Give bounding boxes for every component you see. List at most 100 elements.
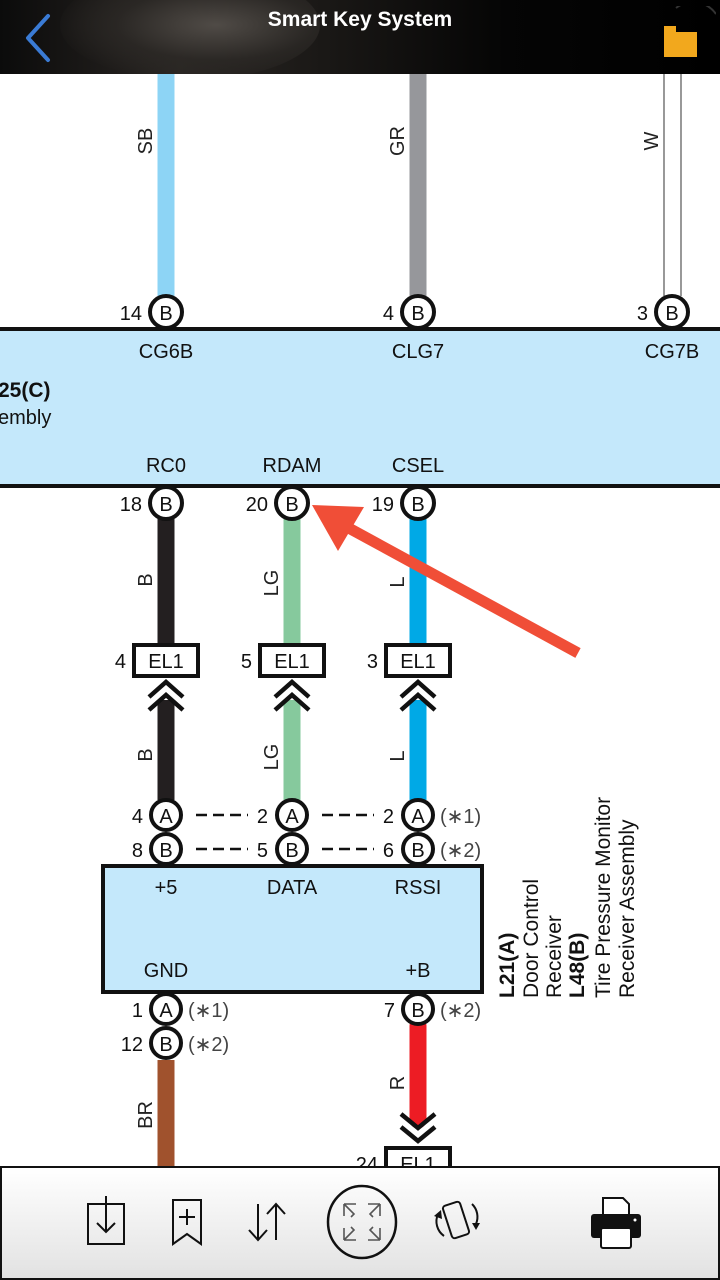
wire-label-br: BR — [135, 1101, 157, 1129]
ecu-name: embly — [0, 407, 51, 429]
page-title: Smart Key System — [267, 8, 453, 31]
pin-20[interactable]: B 20 — [246, 485, 310, 521]
pin-row-b: B 8 B 5 B 6 (∗2) — [132, 832, 481, 866]
rotate-button[interactable] — [426, 1192, 486, 1252]
wire-label-b-upper: B — [135, 573, 157, 586]
ecu-id: 25(C) — [0, 379, 51, 402]
pin-4-clg7: B 4 — [383, 294, 436, 330]
terminal-csel: CSEL — [392, 455, 444, 477]
junction-pin: 24 — [356, 1154, 378, 1166]
pin-number: 4 — [383, 303, 394, 325]
junction-label: EL1 — [274, 651, 310, 673]
pin-connector-letter: B — [285, 840, 298, 862]
pin-connector-letter: A — [411, 806, 425, 828]
folder-button[interactable] — [656, 1, 717, 68]
double-chevron-down-icon — [399, 1112, 437, 1144]
pin-connector-letter: B — [159, 1034, 172, 1056]
highlight-arrow — [312, 505, 581, 658]
print-button[interactable] — [585, 1192, 645, 1252]
wire-w: W — [641, 74, 682, 296]
terminal-plus5: +5 — [155, 877, 178, 899]
receiver-a-id: L21(A) — [496, 933, 519, 998]
junction-pin: 5 — [241, 651, 252, 673]
receiver-a-name-2: Receiver — [543, 915, 566, 998]
note-2: (∗2) — [440, 1000, 481, 1022]
note-2: (∗2) — [188, 1034, 229, 1056]
expand-arrows-icon — [326, 1184, 398, 1260]
wire-label-l-lower: L — [387, 750, 409, 761]
terminal-rdam: RDAM — [263, 455, 322, 477]
pin-14: B 14 — [120, 294, 184, 330]
download-icon — [87, 1196, 125, 1245]
ecu-box — [0, 327, 720, 488]
pin-1-gnd: A 1 (∗1) — [132, 992, 229, 1026]
junction-label: EL1 — [148, 651, 184, 673]
pin-number: 19 — [372, 494, 394, 516]
chevron-left-icon — [26, 14, 50, 62]
bookmark-plus-icon — [172, 1199, 202, 1246]
pin-number: 12 — [121, 1034, 143, 1056]
pin-row-a: A 4 A 2 A 2 (∗1) — [132, 798, 481, 832]
wire-label-r: R — [387, 1076, 409, 1090]
terminal-rc0: RC0 — [146, 455, 186, 477]
junction-label: EL1 — [400, 1154, 436, 1166]
header-background-image — [60, 0, 320, 74]
wire-sb: SB — [135, 74, 175, 296]
wire-label-l-upper: L — [387, 576, 409, 587]
junction-label: EL1 — [400, 651, 436, 673]
junction-el1-l: EL1 3 — [367, 643, 452, 712]
receiver-a-name-1: Door Control — [520, 879, 543, 998]
pin-connector-letter: B — [411, 303, 424, 325]
note-1: (∗1) — [188, 1000, 229, 1022]
junction-el1-lg: EL1 5 — [241, 643, 326, 712]
double-chevron-up-icon — [147, 678, 185, 712]
note-2: (∗2) — [440, 840, 481, 862]
pin-number: 3 — [637, 303, 648, 325]
pin-connector-letter: B — [159, 303, 172, 325]
double-chevron-up-icon — [273, 678, 311, 712]
bottom-toolbar — [0, 1166, 720, 1280]
pin-number: 6 — [383, 840, 394, 862]
sort-button[interactable] — [236, 1192, 296, 1252]
wire-label-w: W — [641, 131, 663, 150]
folder-icon — [664, 1, 717, 57]
pin-connector-letter: B — [411, 840, 424, 862]
rotate-device-icon — [434, 1200, 480, 1240]
bookmark-add-button[interactable] — [157, 1192, 217, 1252]
pin-connector-letter: B — [411, 494, 424, 516]
pin-connector-letter: B — [411, 1000, 424, 1022]
junction-pin: 4 — [115, 651, 126, 673]
wire-label-sb: SB — [135, 128, 157, 155]
pin-connector-letter: B — [665, 303, 678, 325]
printer-icon — [591, 1197, 641, 1249]
pin-18: B 18 — [120, 485, 184, 521]
pin-connector-letter: B — [159, 494, 172, 516]
terminal-cg7b: CG7B — [645, 341, 699, 363]
pin-number: 2 — [383, 806, 394, 828]
pin-connector-letter: A — [285, 806, 299, 828]
pin-number: 18 — [120, 494, 142, 516]
pin-connector-letter: B — [285, 494, 298, 516]
pin-3-cg7b: B 3 — [637, 294, 690, 330]
terminal-plus-b: +B — [405, 960, 430, 982]
pin-7-plus-b: B 7 (∗2) — [384, 992, 481, 1026]
pin-connector-letter: A — [159, 1000, 173, 1022]
back-button[interactable] — [14, 12, 58, 64]
fit-screen-button[interactable] — [324, 1184, 400, 1260]
receiver-b-name-1: Tire Pressure Monitor — [592, 797, 615, 998]
terminal-data: DATA — [267, 877, 318, 899]
pin-number: 2 — [257, 806, 268, 828]
wire-label-lg-lower: LG — [261, 744, 283, 771]
pin-number: 5 — [257, 840, 268, 862]
junction-el1-b: EL1 4 — [115, 643, 200, 712]
app-header: Smart Key System — [0, 0, 720, 74]
pin-number: 14 — [120, 303, 142, 325]
download-button[interactable] — [76, 1192, 136, 1252]
terminal-cg6b: CG6B — [139, 341, 193, 363]
receiver-b-name-2: Receiver Assembly — [616, 819, 639, 998]
wiring-diagram[interactable]: SB GR W 25(C) embly CG6B CLG7 CG7B RC0 R… — [0, 74, 720, 1166]
terminal-clg7: CLG7 — [392, 341, 444, 363]
pin-connector-letter: B — [159, 840, 172, 862]
pin-number: 7 — [384, 1000, 395, 1022]
terminal-gnd: GND — [144, 960, 188, 982]
